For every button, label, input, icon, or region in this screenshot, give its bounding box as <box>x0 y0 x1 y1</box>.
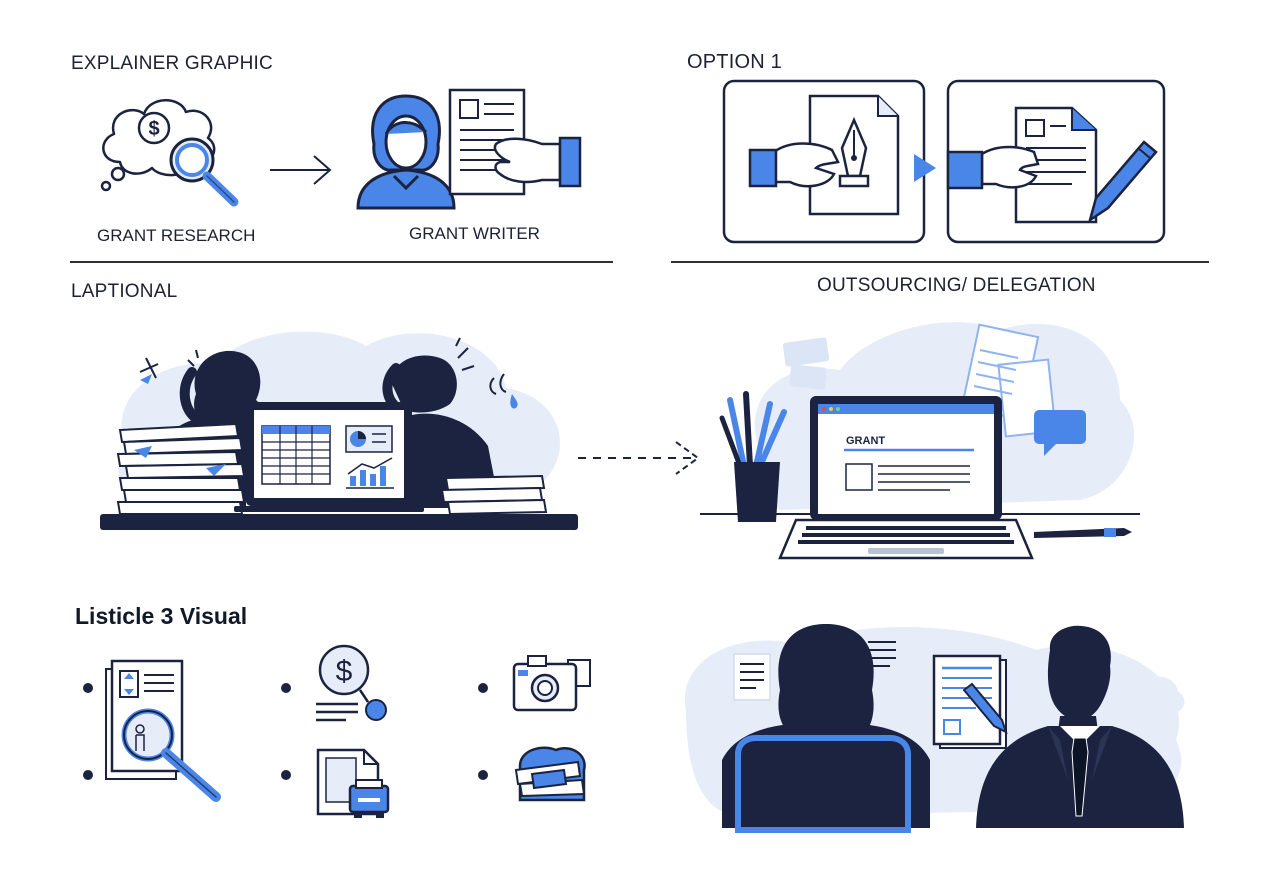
stacked-papers-icon <box>514 746 586 802</box>
screen-title: GRANT <box>846 435 885 447</box>
laptional-heading: LAPTIONAL <box>71 281 178 302</box>
man-silhouette <box>976 625 1184 828</box>
dollar-search-icon: $ <box>316 644 387 722</box>
stress-marks <box>139 337 507 395</box>
spreadsheet-grid <box>261 425 331 485</box>
option-heading: OPTION 1 <box>687 51 782 73</box>
outsourcing-heading: OUTSOURCING/ DELEGATION <box>817 275 1096 296</box>
pen-icon <box>1034 528 1132 538</box>
paper-stack-right <box>440 474 548 516</box>
bullet <box>281 770 291 780</box>
divider-right <box>671 261 1209 263</box>
chat-bubble-icon <box>1034 410 1086 456</box>
svg-text:$: $ <box>336 655 353 688</box>
pencil-cup-icon <box>719 391 787 522</box>
arrow-right-icon <box>270 155 332 185</box>
stressed-workers-scene <box>100 331 578 530</box>
spark-icon <box>140 374 152 384</box>
bullet <box>83 770 93 780</box>
woman-avatar-icon <box>356 94 456 210</box>
floating-note-icon <box>733 641 896 701</box>
thought-bubble-icon <box>100 99 216 192</box>
svg-text:$: $ <box>148 118 159 140</box>
listicle-heading: Listicle 3 Visual <box>75 603 248 629</box>
desk <box>100 514 578 530</box>
bullet <box>281 683 291 693</box>
explainer-heading: EXPLAINER GRAPHIC <box>71 53 273 74</box>
play-arrow-icon <box>914 154 936 182</box>
camera-icon <box>512 655 591 712</box>
paper-stack-left <box>116 422 246 515</box>
option-illustration <box>722 79 1166 244</box>
grant-research-illustration: $ <box>100 99 239 207</box>
grant-writer-illustration <box>356 88 582 210</box>
outsourcing-scene: GRANT <box>700 322 1140 560</box>
magnifier-icon <box>169 137 239 207</box>
bullet <box>478 683 488 693</box>
divider-left <box>70 261 613 263</box>
document-pen-icon <box>932 654 1008 749</box>
paper-corner-icon <box>134 446 152 458</box>
chair <box>735 735 911 833</box>
laptop-spreadsheet <box>234 402 424 512</box>
grant-writer-caption: GRANT WRITER <box>409 224 540 243</box>
hand-icon <box>493 136 582 188</box>
dollar-icon: $ <box>137 111 171 145</box>
delegation-meeting-scene <box>684 624 1185 833</box>
bullet <box>83 683 93 693</box>
document-search-icon <box>105 659 221 802</box>
pie-chart-icon <box>345 425 393 453</box>
hand-document-pencil-icon <box>946 106 1158 224</box>
paper-corner-icon <box>206 464 226 476</box>
sweat-drop-icon <box>510 394 518 409</box>
grant-research-caption: GRANT RESEARCH <box>97 226 256 245</box>
bullet <box>478 770 488 780</box>
laptop-grant: GRANT <box>778 396 1034 560</box>
cloud-icon <box>1136 676 1185 712</box>
dashed-arrow-icon <box>578 441 700 475</box>
floating-papers <box>782 323 1057 438</box>
bar-chart-icon <box>346 457 394 489</box>
fax-machine-icon <box>316 748 390 818</box>
hand-document-pen-icon <box>748 94 900 216</box>
